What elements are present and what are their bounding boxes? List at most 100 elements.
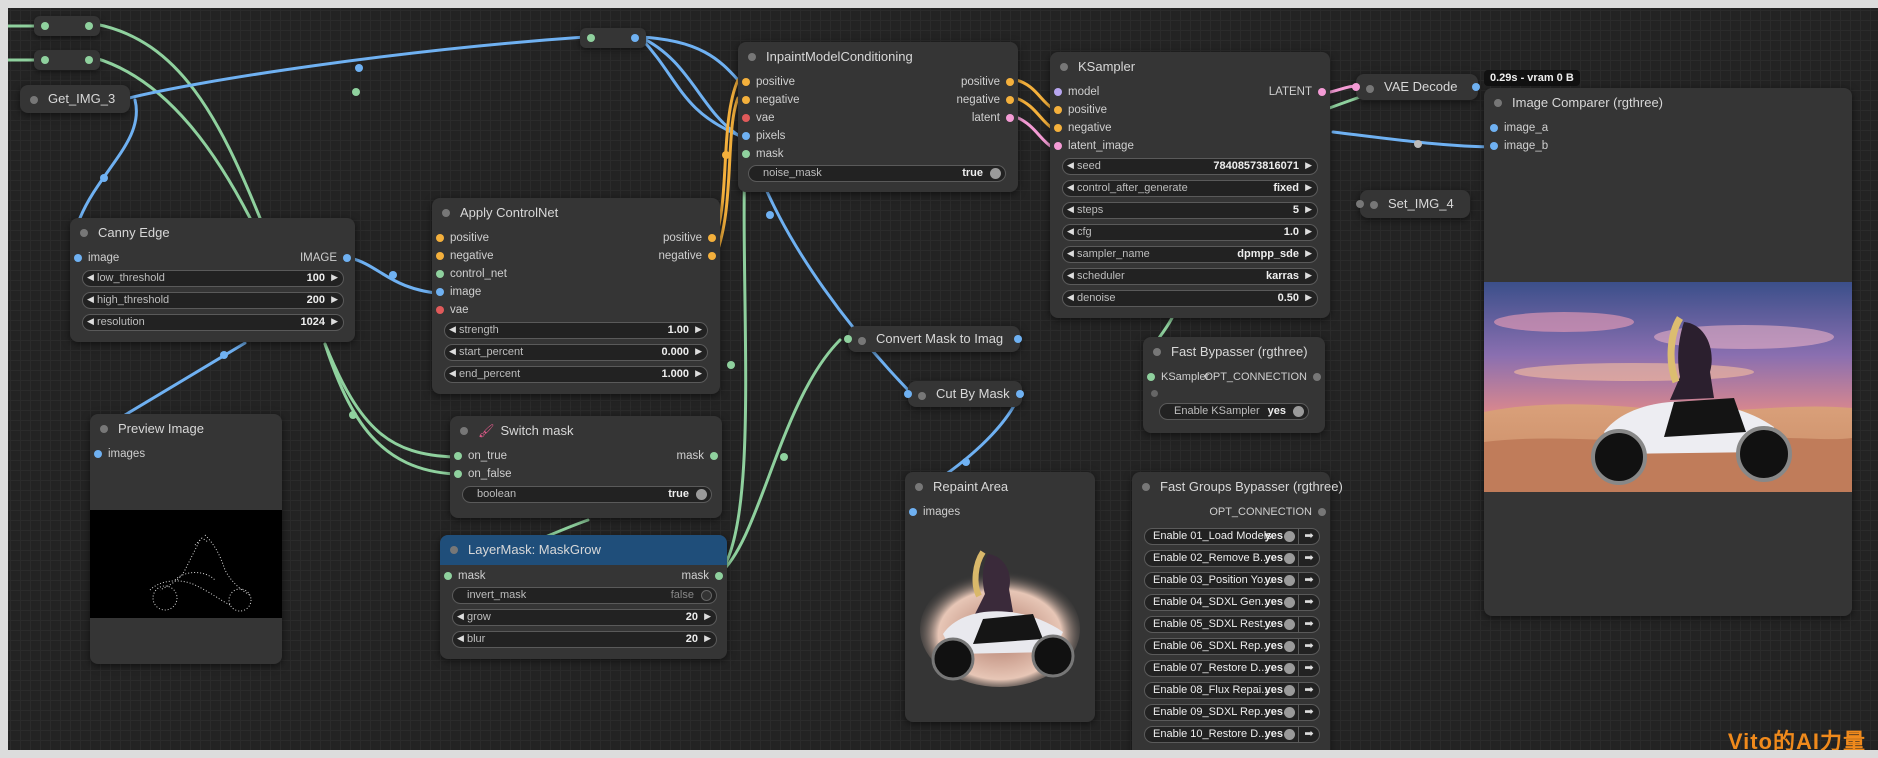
arrow-left-icon[interactable]: ◀ [87,272,94,282]
input-dot[interactable] [844,335,852,343]
switch-mask-node[interactable]: 🖌Switch mask on_true on_false mask boole… [450,416,722,518]
output-opt-connection[interactable]: OPT_CONNECTION [1209,504,1326,520]
input-dot[interactable] [1352,83,1360,91]
arrow-right-icon[interactable]: ➡ [1298,660,1319,677]
toggle-knob[interactable] [1284,663,1295,674]
toggle-knob[interactable] [696,489,707,500]
group-toggle-7[interactable]: Enable 07_Restore D...yes➡ [1144,660,1320,677]
input-negative[interactable]: negative [436,248,493,264]
input-mask[interactable]: mask [444,568,485,584]
input-images[interactable]: images [909,504,960,520]
fast-groups-bypasser-node[interactable]: Fast Groups Bypasser (rgthree) OPT_CONNE… [1132,472,1343,758]
arrow-right-icon[interactable]: ➡ [1298,682,1319,699]
arrow-right-icon[interactable]: ▶ [1305,248,1312,258]
arrow-left-icon[interactable]: ◀ [1067,182,1074,192]
input-model[interactable]: model [1054,84,1099,100]
toggle-knob[interactable] [1284,619,1295,630]
toggle-knob[interactable] [1284,685,1295,696]
group-toggle-8[interactable]: Enable 08_Flux Repai...yes➡ [1144,682,1320,699]
arrow-right-icon[interactable]: ➡ [1298,572,1319,589]
toggle-knob[interactable] [1284,707,1295,718]
cut-by-mask-node[interactable]: Cut By Mask [904,381,1024,407]
input-ksampler[interactable]: KSampler [1147,369,1209,385]
input-image[interactable]: image [436,284,481,300]
empty-input-dot[interactable] [1151,390,1158,397]
input-dot[interactable] [41,56,49,64]
arrow-right-icon[interactable]: ➡ [1298,704,1319,721]
output-dot[interactable] [85,22,93,30]
arrow-left-icon[interactable]: ◀ [449,346,456,356]
comparison-image[interactable] [1484,282,1852,492]
output-negative[interactable]: negative [659,248,717,264]
reroute-node[interactable] [34,16,100,36]
fast-bypasser-node[interactable]: Fast Bypasser (rgthree) KSampler OPT_CON… [1143,337,1325,433]
vae-decode-node[interactable]: VAE Decode [1352,74,1480,100]
toggle-knob[interactable] [1284,553,1295,564]
arrow-left-icon[interactable]: ◀ [87,294,94,304]
toggle-knob[interactable] [1284,641,1295,652]
input-negative[interactable]: negative [1054,120,1111,136]
arrow-right-icon[interactable]: ▶ [331,316,338,326]
group-toggle-10[interactable]: Enable 10_Restore D...yes➡ [1144,726,1320,743]
output-latent[interactable]: LATENT [1269,84,1327,100]
input-control-net[interactable]: control_net [436,266,507,282]
arrow-left-icon[interactable]: ◀ [1067,226,1074,236]
toggle-knob[interactable] [1284,597,1295,608]
arrow-right-icon[interactable]: ▶ [1305,160,1312,170]
input-image-a[interactable]: image_a [1490,120,1548,136]
arrow-left-icon[interactable]: ◀ [1067,248,1074,258]
toggle-knob[interactable] [701,590,712,601]
reroute-node[interactable] [580,28,646,48]
arrow-left-icon[interactable]: ◀ [1067,292,1074,302]
group-toggle-3[interactable]: Enable 03_Position Yo...yes➡ [1144,572,1320,589]
ksampler-node[interactable]: KSampler model positive negative latent_… [1050,52,1330,318]
arrow-left-icon[interactable]: ◀ [457,633,464,643]
arrow-right-icon[interactable]: ▶ [1305,226,1312,236]
input-latent-image[interactable]: latent_image [1054,138,1134,154]
input-dot[interactable] [587,34,595,42]
arrow-right-icon[interactable]: ▶ [1305,204,1312,214]
group-toggle-5[interactable]: Enable 05_SDXL Rest...yes➡ [1144,616,1320,633]
repaint-area-node[interactable]: Repaint Area images [905,472,1095,722]
arrow-right-icon[interactable]: ➡ [1298,550,1319,567]
arrow-left-icon[interactable]: ◀ [1067,270,1074,280]
arrow-left-icon[interactable]: ◀ [1067,204,1074,214]
input-on-true[interactable]: on_true [454,448,507,464]
arrow-left-icon[interactable]: ◀ [1067,160,1074,170]
arrow-right-icon[interactable]: ➡ [1298,726,1319,743]
group-toggle-2[interactable]: Enable 02_Remove B...yes➡ [1144,550,1320,567]
arrow-right-icon[interactable]: ➡ [1298,638,1319,655]
input-negative[interactable]: negative [742,92,799,108]
input-positive[interactable]: positive [742,74,795,90]
output-latent[interactable]: latent [972,110,1015,126]
arrow-left-icon[interactable]: ◀ [87,316,94,326]
input-dot[interactable] [904,390,912,398]
input-images[interactable]: images [94,446,145,462]
toggle-knob[interactable] [1293,406,1304,417]
group-toggle-6[interactable]: Enable 06_SDXL Rep...yes➡ [1144,638,1320,655]
preview-image-node[interactable]: Preview Image images [90,414,282,664]
output-opt-connection[interactable]: OPT_CONNECTION [1204,369,1321,385]
apply-controlnet-node[interactable]: Apply ControlNet positive negative contr… [432,198,720,394]
arrow-right-icon[interactable]: ▶ [695,368,702,378]
arrow-right-icon[interactable]: ➡ [1298,594,1319,611]
input-dot[interactable] [1356,200,1364,208]
arrow-right-icon[interactable]: ▶ [1305,182,1312,192]
